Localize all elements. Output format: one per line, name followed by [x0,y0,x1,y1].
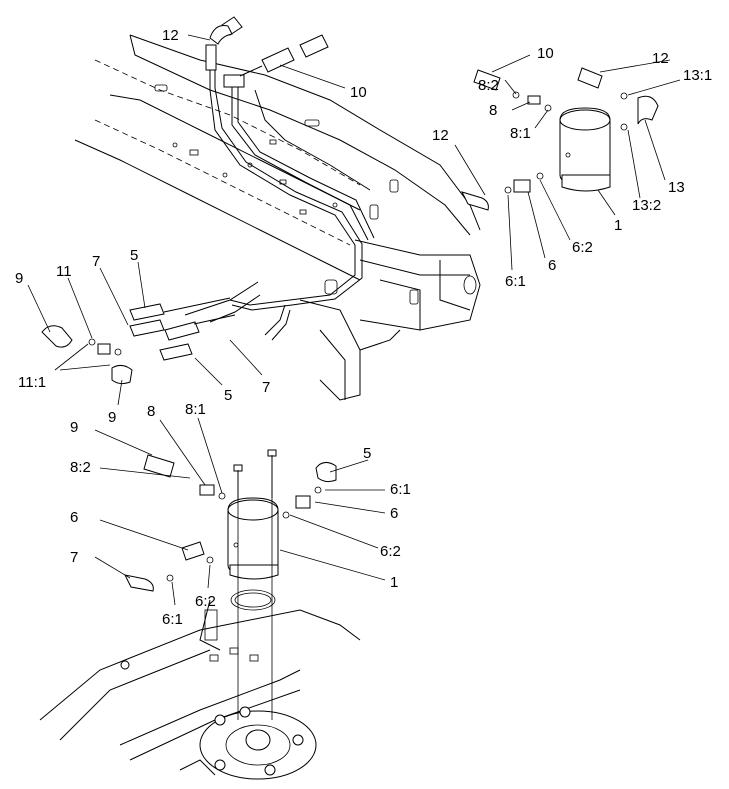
callout-label: 5 [130,247,138,264]
callout-label: 10 [537,45,554,62]
callout-label: 13:2 [632,197,661,214]
hydraulic-tubes [184,60,375,341]
callout-label: 11:1 [18,374,46,391]
callout-label: 7 [70,549,78,566]
callout-labels: 12 10 10 12 13:1 8:2 8 8:1 12 13 13:2 1 … [15,27,712,628]
callout-label: 10 [350,84,367,101]
middle-fittings [41,297,236,385]
callout-label: 6:1 [390,481,411,498]
callout-label: 6 [390,505,398,522]
bottom-valve-assembly [124,449,337,720]
callout-label: 6 [548,257,556,274]
callout-label: 7 [92,253,100,270]
callout-label: 6:1 [162,611,183,628]
callout-label: 12 [162,27,179,44]
callout-label: 8 [489,102,497,119]
callout-label: 6:1 [505,273,526,290]
callout-label: 12 [432,127,449,144]
callout-label: 8 [147,403,155,420]
callout-label: 12 [652,50,669,67]
callout-label: 5 [363,445,371,462]
leader-lines [27,34,681,606]
frame-assembly [74,34,481,401]
deck-base [39,599,361,780]
callout-label: 5 [224,387,232,404]
callout-label: 13:1 [683,67,712,84]
callout-label: 11 [56,263,72,280]
callout-label: 9 [70,419,78,436]
right-valve-assembly [461,67,659,211]
top-connectors [205,16,329,88]
callout-label: 1 [614,217,622,234]
callout-label: 8:1 [510,125,531,142]
callout-label: 8:2 [70,459,91,476]
callout-label: 6:2 [572,239,593,256]
callout-label: 7 [262,379,270,396]
callout-label: 9 [15,270,23,287]
callout-label: 8:2 [478,77,499,94]
callout-label: 6 [70,509,78,526]
callout-label: 6:2 [380,543,401,560]
callout-label: 6:2 [195,593,216,610]
callout-label: 1 [390,574,398,591]
callout-label: 13 [668,179,685,196]
callout-label: 8:1 [185,401,206,418]
callout-label: 9 [108,409,116,426]
